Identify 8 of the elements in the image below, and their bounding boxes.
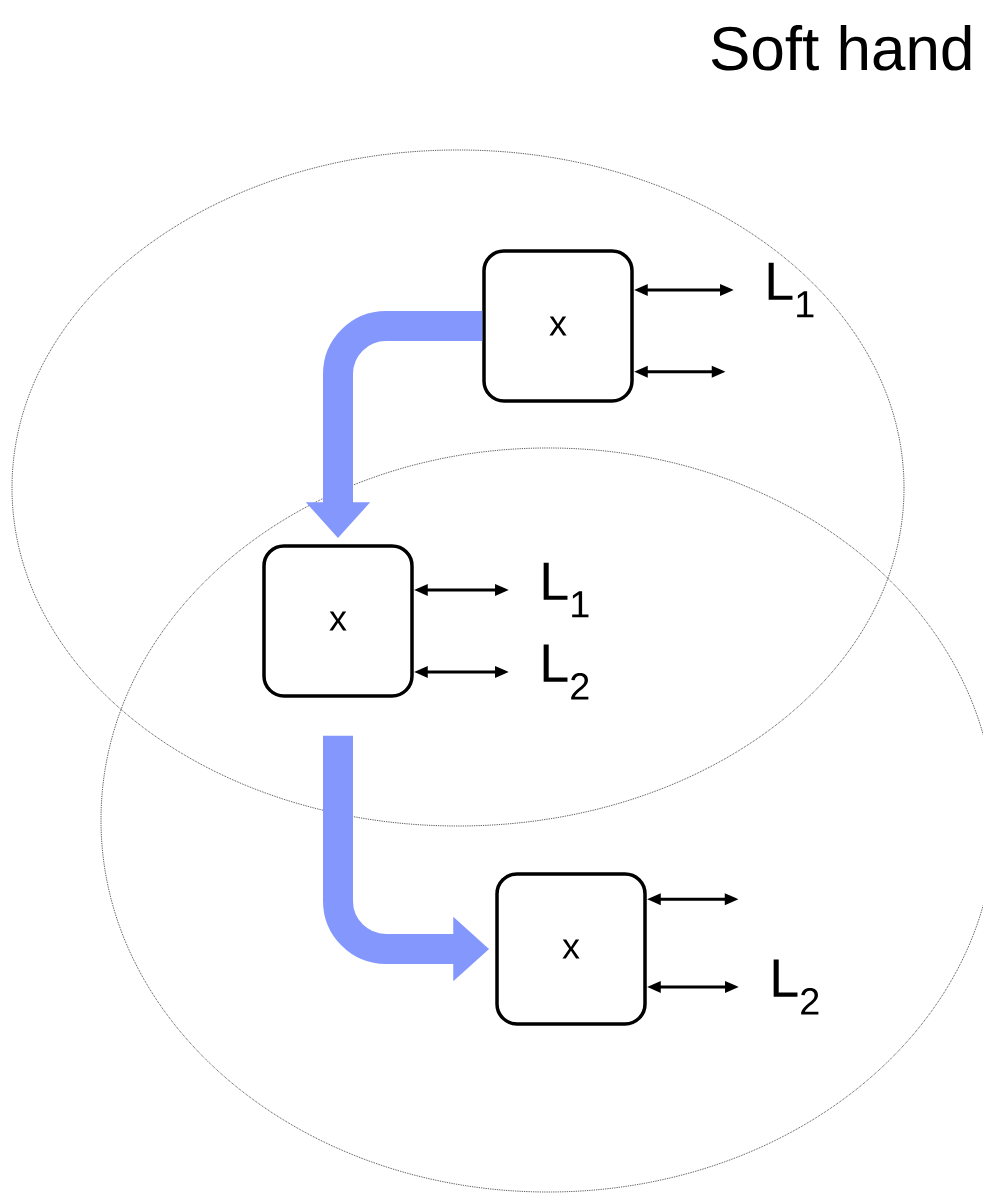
base-station-box: x — [482, 249, 634, 403]
title: Soft hand — [711, 25, 971, 71]
link-label: L$_{2}$ — [543, 644, 589, 700]
base-station-box: x — [262, 544, 414, 698]
link-label: L$_{1}$ — [543, 562, 589, 618]
base-station-box: x — [495, 872, 647, 1026]
link-label: L$_{2}$ — [773, 959, 819, 1015]
link-label: L$_{1}$ — [768, 262, 814, 318]
